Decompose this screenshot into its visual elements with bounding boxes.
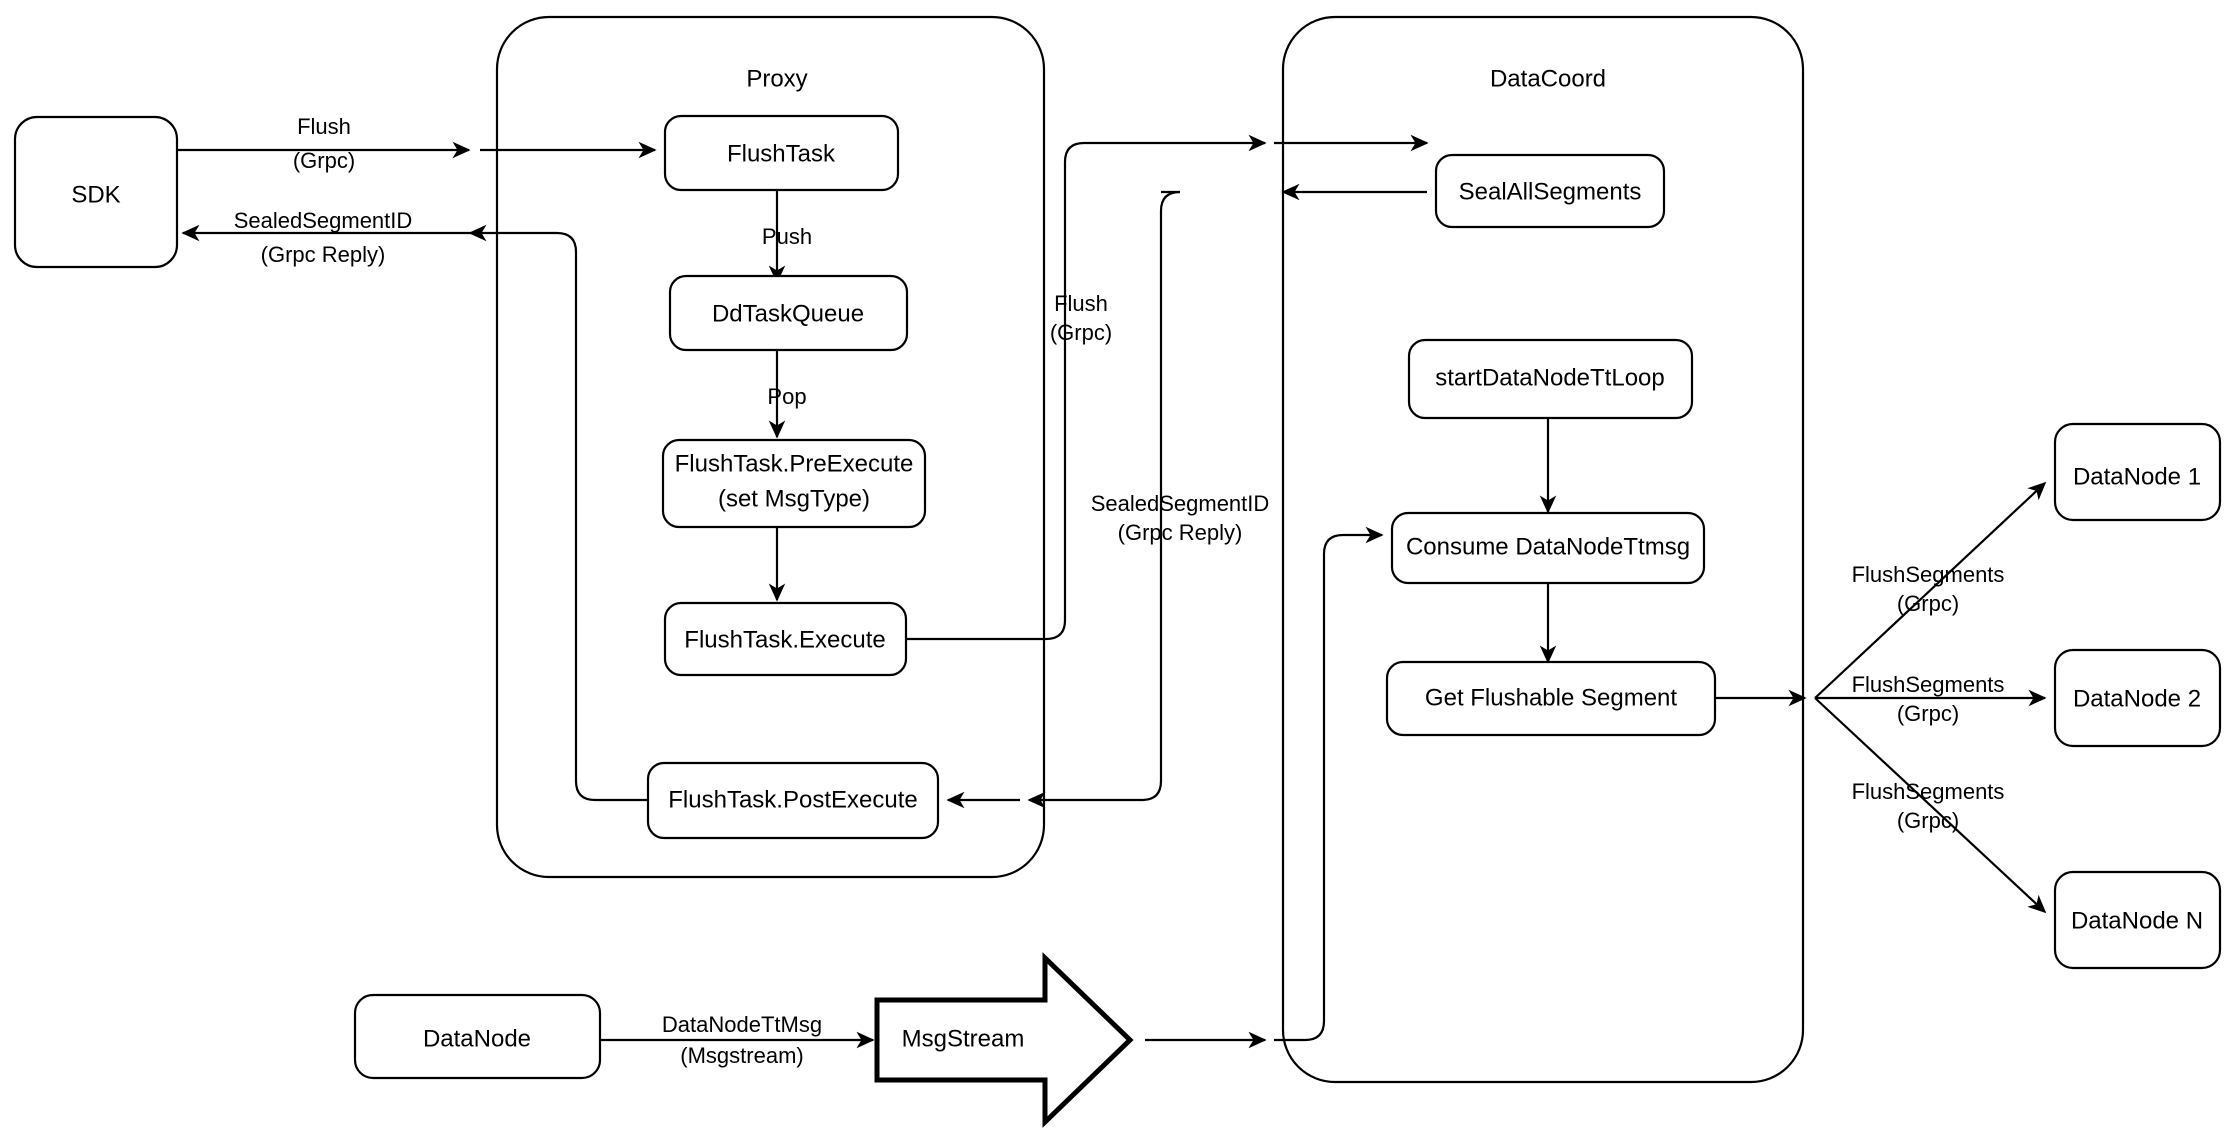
node-flush-task-postexecute[interactable]: FlushTask.PostExecute [646, 761, 940, 840]
flush-coord-label-line1: Flush [1054, 291, 1108, 316]
edge-hub-to-datanode-1 [1814, 481, 2047, 699]
flush-task-preexecute-label-line2: (set MsgType) [718, 485, 870, 512]
msgstream-label: MsgStream [902, 1025, 1025, 1052]
node-datanode-2[interactable]: DataNode 2 [2053, 648, 2222, 748]
seal-all-segments-box[interactable] [1434, 153, 1666, 229]
flush-segments-2-label-line2: (Grpc) [1897, 701, 1959, 726]
flush-segments-n-label-line2: (Grpc) [1897, 808, 1959, 833]
datanode-ttmsg-label-line1: DataNodeTtMsg [662, 1012, 822, 1037]
group-datacoord: DataCoord [1281, 15, 1805, 1084]
datanode-2-box[interactable] [2053, 648, 2222, 748]
start-datanode-tt-loop-box[interactable] [1407, 338, 1694, 420]
edge-execute-to-datacoord-flush [906, 134, 1267, 641]
get-flushable-segment-label: Get Flushable Segment [1425, 684, 1677, 711]
edge-datacoord-msg-rail-to-consume [1274, 526, 1384, 1042]
sealedsegmentid-coord-label-line1: SealedSegmentID [1091, 491, 1270, 516]
consume-datanode-ttmsg-label: Consume DataNodeTtmsg [1406, 533, 1690, 560]
edge-label-sdk-to-proxy: Flush (Grpc) [293, 114, 355, 173]
node-flush-task-execute[interactable]: FlushTask.Execute [663, 601, 908, 677]
sealedsegmentid-label-line2: (Grpc Reply) [261, 242, 386, 267]
edge-label-proxy-to-coord: Flush (Grpc) [1050, 291, 1112, 345]
edge-label-flush-segments-1: FlushSegments (Grpc) [1852, 562, 2005, 616]
edge-postexecute-to-reply-rail [468, 224, 648, 802]
start-datanode-tt-loop-label: startDataNodeTtLoop [1435, 364, 1664, 391]
edge-label-flush-segments-n: FlushSegments (Grpc) [1852, 779, 2005, 833]
pop-label: Pop [767, 384, 806, 409]
datanode-2-label: DataNode 2 [2073, 685, 2201, 712]
node-datanode-source[interactable]: DataNode [353, 993, 602, 1080]
datanode-source-label: DataNode [423, 1025, 531, 1052]
flush-segments-1-label-line2: (Grpc) [1897, 591, 1959, 616]
sdk-box[interactable] [13, 115, 179, 269]
flush-task-label: FlushTask [727, 140, 836, 167]
dd-task-queue-label: DdTaskQueue [712, 300, 864, 327]
flush-task-preexecute-box[interactable] [661, 438, 927, 529]
flush-grpc-label-line1: Flush [297, 114, 351, 139]
node-seal-all-segments[interactable]: SealAllSegments [1434, 153, 1666, 229]
datanode-n-box[interactable] [2053, 870, 2222, 970]
node-sdk[interactable]: SDK [13, 115, 179, 269]
datacoord-container [1281, 15, 1805, 1084]
node-start-datanode-tt-loop[interactable]: startDataNodeTtLoop [1407, 338, 1694, 420]
flush-task-execute-box[interactable] [663, 601, 908, 677]
flush-coord-label-line2: (Grpc) [1050, 320, 1112, 345]
dd-task-queue-box[interactable] [668, 274, 909, 352]
get-flushable-segment-box[interactable] [1385, 660, 1717, 737]
consume-datanode-ttmsg-box[interactable] [1390, 511, 1706, 585]
flush-task-postexecute-label: FlushTask.PostExecute [668, 786, 917, 813]
edge-label-datanode-ttmsg: DataNodeTtMsg (Msgstream) [662, 1012, 822, 1068]
proxy-group-label: Proxy [746, 65, 807, 92]
flush-task-postexecute-box[interactable] [646, 761, 940, 840]
node-datanode-1[interactable]: DataNode 1 [2053, 422, 2222, 522]
edge-label-flush-segments-2: FlushSegments (Grpc) [1852, 672, 2005, 726]
node-consume-datanode-ttmsg[interactable]: Consume DataNodeTtmsg [1390, 511, 1706, 585]
node-flush-task-preexecute[interactable]: FlushTask.PreExecute (set MsgType) [661, 438, 927, 529]
datacoord-group-label: DataCoord [1490, 65, 1606, 92]
sealedsegmentid-coord-label-line2: (Grpc Reply) [1118, 520, 1243, 545]
node-dd-task-queue[interactable]: DdTaskQueue [668, 274, 909, 352]
datanode-ttmsg-label-line2: (Msgstream) [680, 1043, 803, 1068]
proxy-container [495, 15, 1046, 879]
push-label: Push [762, 224, 812, 249]
edge-label-coord-to-proxy: SealedSegmentID (Grpc Reply) [1091, 491, 1270, 545]
group-proxy: Proxy [495, 15, 1046, 879]
flush-task-preexecute-label-line1: FlushTask.PreExecute [675, 450, 914, 477]
flush-segments-1-label-line1: FlushSegments [1852, 562, 2005, 587]
node-datanode-n[interactable]: DataNode N [2053, 870, 2222, 970]
node-flush-task[interactable]: FlushTask [663, 114, 900, 192]
edge-label-proxy-to-sdk: SealedSegmentID (Grpc Reply) [234, 208, 413, 267]
node-get-flushable-segment[interactable]: Get Flushable Segment [1385, 660, 1717, 737]
edge-datacoord-reply-rail [1027, 190, 1181, 809]
node-msgstream[interactable]: MsgStream [874, 952, 1134, 1128]
sealedsegmentid-label-line1: SealedSegmentID [234, 208, 413, 233]
seal-all-segments-label: SealAllSegments [1459, 178, 1642, 205]
flush-grpc-label-line2: (Grpc) [293, 148, 355, 173]
datanode-n-label: DataNode N [2071, 907, 2203, 934]
flush-segments-n-label-line1: FlushSegments [1852, 779, 2005, 804]
flush-task-box[interactable] [663, 114, 900, 192]
msgstream-arrow-shape[interactable] [874, 952, 1134, 1128]
sdk-label: SDK [71, 181, 120, 208]
edge-hub-to-datanode-n [1814, 697, 2047, 914]
datanode-source-box[interactable] [353, 993, 602, 1080]
datanode-1-label: DataNode 1 [2073, 463, 2201, 490]
datanode-1-box[interactable] [2053, 422, 2222, 522]
flush-task-execute-label: FlushTask.Execute [684, 626, 885, 653]
flush-segments-2-label-line1: FlushSegments [1852, 672, 2005, 697]
